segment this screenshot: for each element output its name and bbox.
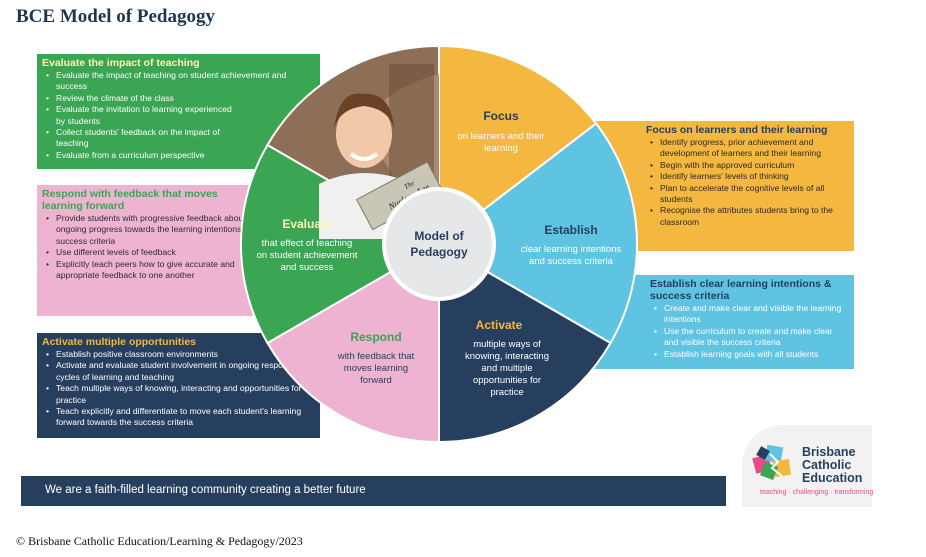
activate-segment (438, 242, 612, 444)
logo-line-2: Catholic (802, 458, 852, 472)
list-item: Collect students' feedback on the impact… (46, 127, 314, 150)
bce-logo-icon (752, 444, 792, 480)
focus-segment (438, 44, 598, 247)
center-label-1: Model of (414, 229, 464, 243)
evaluate-segment (239, 143, 442, 345)
establish-desc-2: and success criteria (529, 256, 614, 267)
mission-text: We are a faith-filled learning community… (45, 484, 366, 496)
list-item: Create and make clear and visible the le… (654, 303, 848, 326)
list-item: Identify learners' levels of thinking (650, 171, 848, 183)
list-item: Teach multiple ways of knowing, interact… (46, 383, 314, 406)
list-item: Provide students with progressive feedba… (46, 213, 269, 247)
list-item: Evaluate the impact of teaching on stude… (46, 70, 314, 93)
evaluate-desc-3: and success (281, 262, 334, 273)
respond-title: Respond (350, 330, 401, 344)
logo-name: Brisbane Catholic Education (802, 446, 862, 485)
list-item: Begin with the approved curriculum (650, 160, 848, 172)
activate-desc-5: practice (490, 387, 523, 398)
establish-desc-1: clear learning intentions (521, 244, 622, 255)
center-circle (382, 187, 496, 301)
activate-title: Activate (476, 318, 523, 332)
list-item: Teach explicitly and differentiate to mo… (46, 406, 314, 429)
evaluate-title: Evaluate (282, 217, 332, 231)
activate-desc-3: and multiple (481, 363, 532, 374)
list-item: Recognise the attributes students bring … (650, 205, 848, 228)
focus-list: Identify progress, prior achievement and… (646, 137, 848, 228)
establish-list: Create and make clear and visible the le… (650, 303, 848, 360)
activate-panel-heading: Activate multiple opportunities (42, 336, 197, 348)
activate-list: Establish positive classroom environment… (42, 349, 314, 429)
establish-title: Establish (544, 223, 597, 237)
list-item: Plan to accelerate the cognitive levels … (650, 183, 848, 206)
logo-line-1: Brisbane (802, 445, 856, 459)
evaluate-panel: Evaluate the impact of teaching Evaluate… (37, 54, 320, 169)
center-label-2: Pedagogy (410, 245, 468, 259)
activate-desc-1: multiple ways of (473, 339, 541, 350)
evaluate-desc-2: on student achievement (257, 250, 358, 261)
list-item: Review the climate of the class (46, 93, 314, 105)
list-item: Establish learning goals with all studen… (654, 349, 848, 361)
respond-segment (266, 242, 440, 444)
respond-desc-1: with feedback that (337, 351, 415, 362)
activate-desc-2: knowing, interacting (465, 351, 549, 362)
focus-title: Focus (483, 109, 519, 123)
page-title: BCE Model of Pedagogy (16, 6, 215, 27)
focus-panel-heading: Focus on learners and their learning (646, 124, 828, 136)
copyright-footer: © Brisbane Catholic Education/Learning &… (16, 534, 303, 548)
establish-segment (437, 122, 639, 345)
logo-line-3: Education (802, 471, 863, 485)
list-item: Explicitly teach peers how to give accur… (46, 259, 269, 282)
evaluate-list: Evaluate the impact of teaching on stude… (42, 70, 314, 162)
list-item: Activate and evaluate student involvemen… (46, 360, 314, 383)
focus-desc-1: on learners and their (457, 131, 544, 142)
logo-tagline: teaching · challenging · transforming (760, 489, 874, 496)
activate-desc-4: opportunities for (473, 375, 541, 386)
respond-desc-2: moves learning (344, 363, 408, 374)
establish-panel-heading: Establish clear learning intentions & su… (650, 278, 832, 302)
mission-banner: We are a faith-filled learning community… (21, 476, 726, 506)
book-title-1: The (403, 179, 416, 191)
list-item: Evaluate the invitation to learning expe… (46, 104, 314, 127)
respond-desc-3: forward (360, 375, 392, 386)
establish-panel: Establish clear learning intentions & su… (590, 275, 854, 369)
evaluate-panel-heading: Evaluate the impact of teaching (42, 57, 200, 69)
list-item: Evaluate from a curriculum perspective (46, 150, 314, 162)
pedagogy-wheel: The Nuclear Age Focus on learners and th… (239, 44, 639, 444)
respond-list: Provide students with progressive feedba… (42, 213, 281, 281)
list-item: Use different levels of feedback (46, 247, 269, 259)
list-item: Identify progress, prior achievement and… (650, 137, 848, 160)
list-item: Use the curriculum to create and make cl… (654, 326, 848, 349)
list-item: Establish positive classroom environment… (46, 349, 314, 361)
evaluate-desc-1: that effect of teaching (262, 238, 353, 249)
focus-desc-2: learning (484, 143, 518, 154)
respond-panel-heading: Respond with feedback that moves learnin… (42, 188, 218, 212)
